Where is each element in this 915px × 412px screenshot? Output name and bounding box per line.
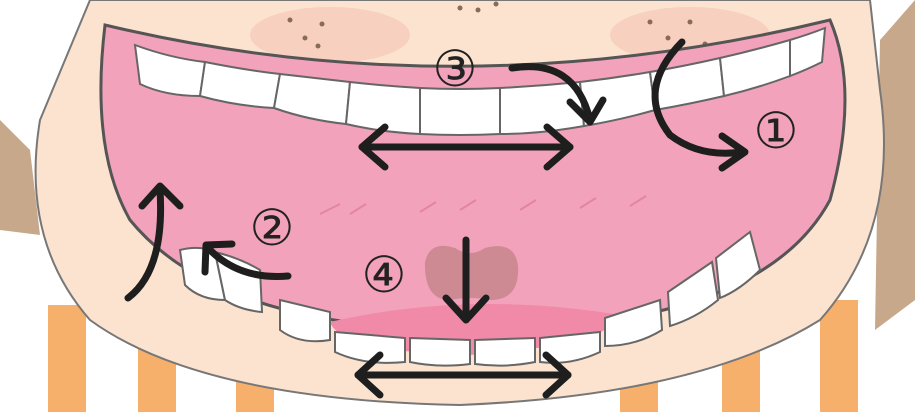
uvula bbox=[425, 246, 518, 300]
label-step-4: ④ bbox=[362, 246, 407, 304]
label-step-2: ② bbox=[250, 199, 295, 257]
label-step-3: ③ bbox=[433, 40, 478, 98]
label-step-1: ① bbox=[754, 102, 799, 160]
